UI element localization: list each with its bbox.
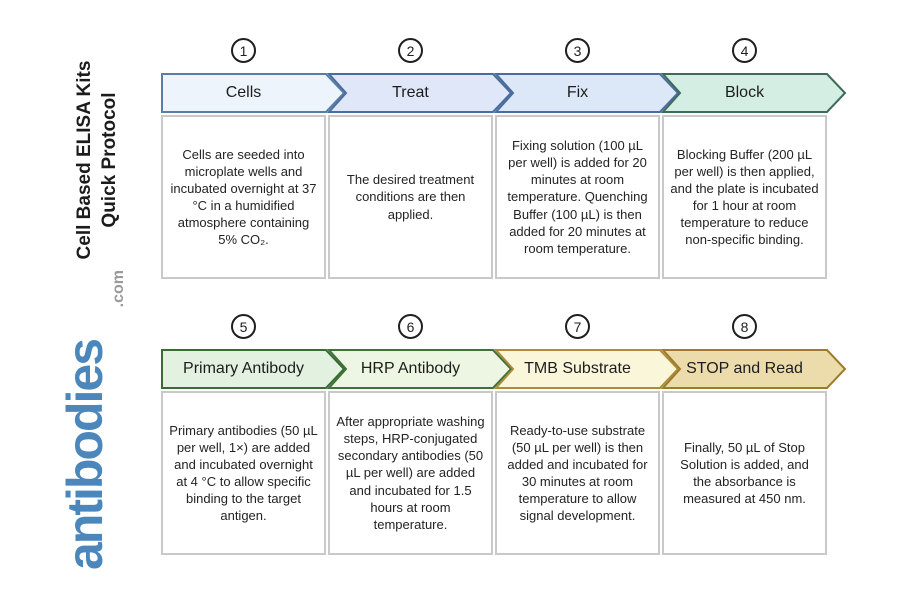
step-description-box: Ready-to-use substrate (50 µL per well) … xyxy=(495,391,660,555)
step-number-badge: 2 xyxy=(398,38,423,63)
step-label: Cells xyxy=(225,84,262,101)
step-arrow: Cells xyxy=(161,73,346,113)
step-description: Fixing solution (100 µL per well) is add… xyxy=(507,137,648,256)
step-description-box: Finally, 50 µL of Stop Solution is added… xyxy=(662,391,827,555)
step-arrow: Fix xyxy=(493,73,680,113)
vertical-title: Cell Based ELISA Kits Quick Protocol xyxy=(71,35,123,285)
step-arrow: Treat xyxy=(326,73,513,113)
step-6-hrp-antibody: 6 HRP Antibody After appropriate washing… xyxy=(326,314,513,555)
brand-logo-text: antibodies xyxy=(57,339,113,570)
step-1-cells: 1 Cells Cells are seeded into microplate… xyxy=(161,38,346,279)
title-line-2: Quick Protocol xyxy=(99,92,120,228)
step-arrow: HRP Antibody xyxy=(326,349,513,389)
chevron-arrow-shape xyxy=(326,349,513,389)
step-number: 5 xyxy=(239,318,248,335)
step-number: 3 xyxy=(573,42,582,59)
step-number-badge: 6 xyxy=(398,314,423,339)
step-description: The desired treatment conditions are the… xyxy=(346,172,475,222)
chevron-arrow-shape xyxy=(161,73,346,113)
step-description-box: Fixing solution (100 µL per well) is add… xyxy=(495,115,660,279)
step-description-box: After appropriate washing steps, HRP-con… xyxy=(328,391,493,555)
step-label: STOP and Read xyxy=(686,360,803,377)
step-description: After appropriate washing steps, HRP-con… xyxy=(336,413,485,532)
step-number-badge: 8 xyxy=(732,314,757,339)
step-description: Blocking Buffer (200 µL per well) is the… xyxy=(670,146,819,248)
step-number: 1 xyxy=(239,42,248,59)
step-8-stop-and-read: 8 STOP and Read Finally, 50 µL of Stop S… xyxy=(660,314,847,555)
step-2-treat: 2 Treat The desired treatment conditions… xyxy=(326,38,513,279)
chevron-arrow-shape xyxy=(493,349,680,389)
step-arrow: STOP and Read xyxy=(660,349,847,389)
step-number-badge: 5 xyxy=(231,314,256,339)
chevron-arrow-shape xyxy=(161,349,346,389)
step-description-box: Cells are seeded into microplate wells a… xyxy=(161,115,326,279)
protocol-row-2: 5 Primary Antibody Primary antibodies (5… xyxy=(161,314,847,555)
step-5-primary-antibody: 5 Primary Antibody Primary antibodies (5… xyxy=(161,314,346,555)
step-4-block: 4 Block Blocking Buffer (200 µL per well… xyxy=(660,38,847,279)
step-label: Primary Antibody xyxy=(183,360,304,377)
brand-logo-suffix: .com xyxy=(110,270,127,308)
step-number: 4 xyxy=(740,42,749,59)
step-number-badge: 7 xyxy=(565,314,590,339)
step-description: Cells are seeded into microplate wells a… xyxy=(170,146,317,248)
step-label: Fix xyxy=(566,84,589,101)
step-label: HRP Antibody xyxy=(360,360,461,377)
step-number-badge: 3 xyxy=(565,38,590,63)
step-label: Treat xyxy=(392,84,429,101)
step-label: TMB Substrate xyxy=(524,360,631,377)
step-number: 6 xyxy=(406,318,415,335)
step-description-box: Primary antibodies (50 µL per well, 1×) … xyxy=(161,391,326,555)
step-number: 7 xyxy=(573,318,582,335)
step-3-fix: 3 Fix Fixing solution (100 µL per well) … xyxy=(493,38,680,279)
chevron-arrow-shape xyxy=(660,349,847,389)
step-number: 2 xyxy=(406,42,415,59)
protocol-row-1: 1 Cells Cells are seeded into microplate… xyxy=(161,38,847,279)
step-label: Block xyxy=(724,84,765,101)
step-description: Primary antibodies (50 µL per well, 1×) … xyxy=(169,422,318,524)
brand-logo: antibodies .com xyxy=(46,270,127,570)
step-description-box: Blocking Buffer (200 µL per well) is the… xyxy=(662,115,827,279)
step-arrow: Block xyxy=(660,73,847,113)
step-arrow: Primary Antibody xyxy=(161,349,346,389)
step-description-box: The desired treatment conditions are the… xyxy=(328,115,493,279)
title-line-1: Cell Based ELISA Kits xyxy=(74,60,95,260)
chevron-arrow-shape xyxy=(326,73,513,113)
step-description: Ready-to-use substrate (50 µL per well) … xyxy=(507,422,648,524)
step-arrow: TMB Substrate xyxy=(493,349,680,389)
step-7-tmb-substrate: 7 TMB Substrate Ready-to-use substrate (… xyxy=(493,314,680,555)
step-number-badge: 4 xyxy=(732,38,757,63)
chevron-arrow-shape xyxy=(660,73,847,113)
step-description: Finally, 50 µL of Stop Solution is added… xyxy=(680,439,809,507)
step-number-badge: 1 xyxy=(231,38,256,63)
step-number: 8 xyxy=(740,318,749,335)
chevron-arrow-shape xyxy=(493,73,680,113)
